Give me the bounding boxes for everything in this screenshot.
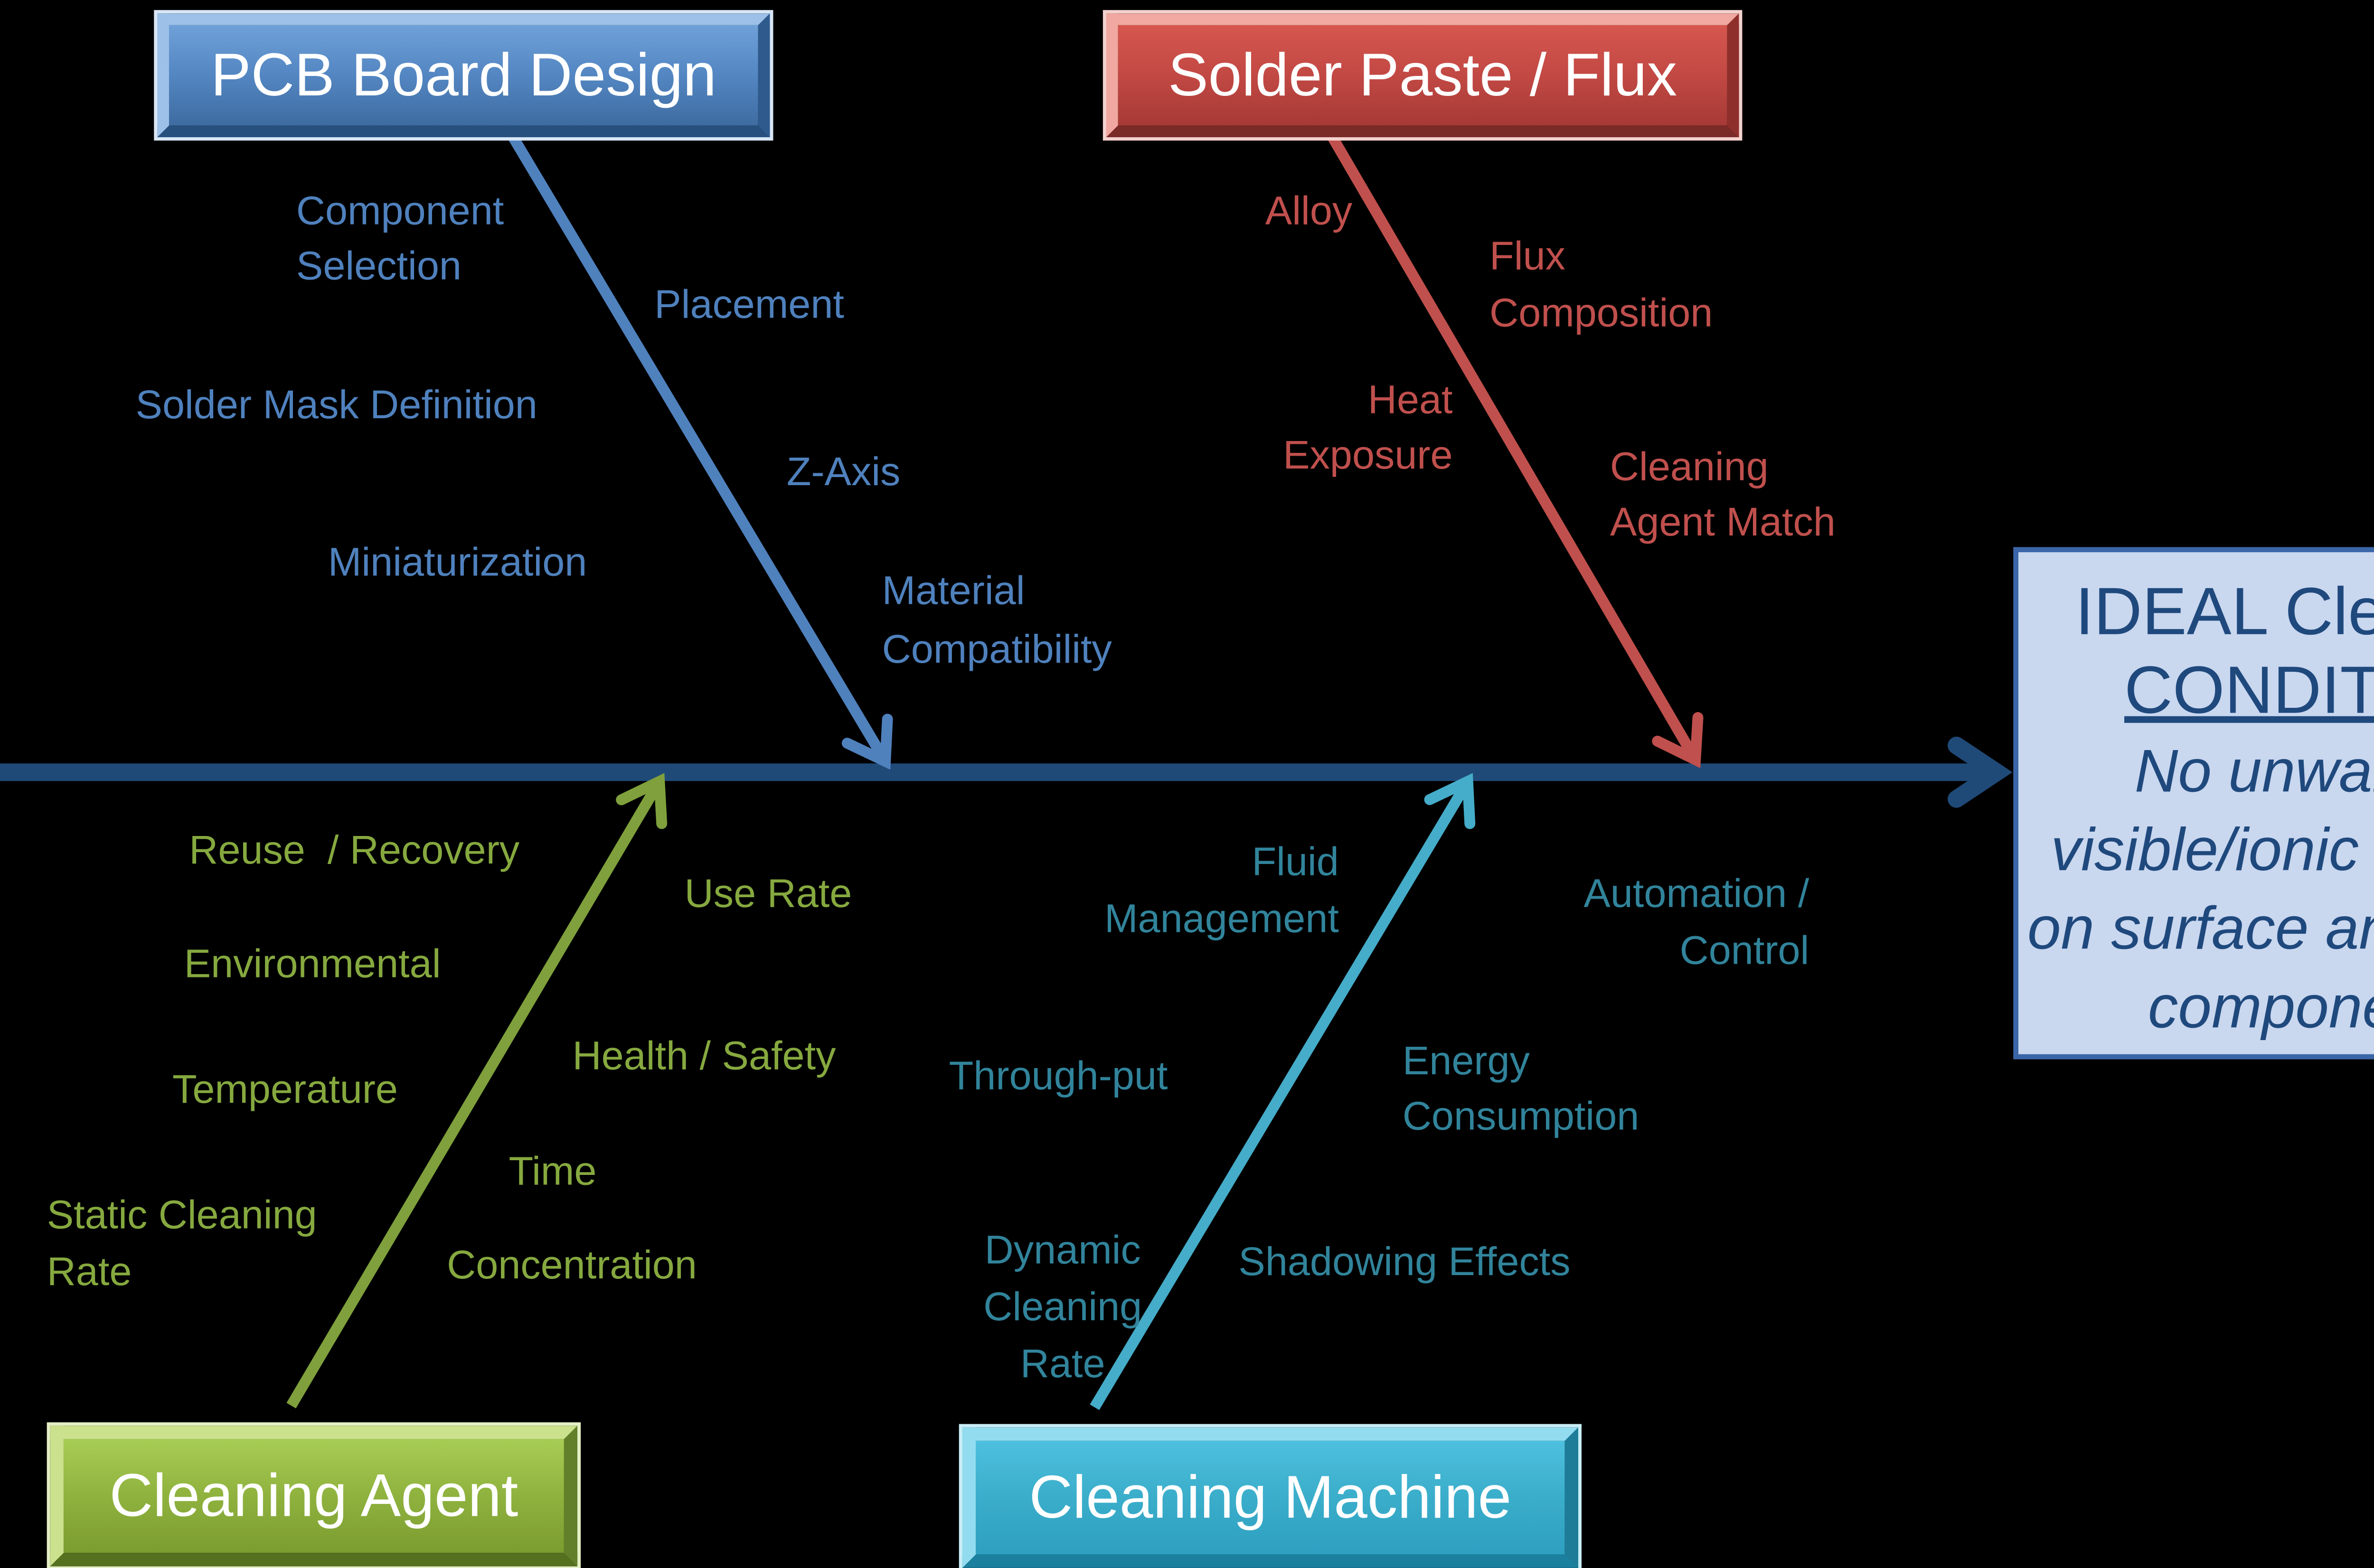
cause-shadowing-effects: Shadowing Effects [1238, 1239, 1571, 1286]
effect-desc-line4: components [2148, 972, 2374, 1041]
category-label-pcb-board-design: PCB Board Design [210, 40, 716, 109]
effect-title-line1: IDEAL Cleaning [2075, 575, 2374, 649]
category-label-solder-paste-flux: Solder Paste / Flux [1168, 40, 1677, 109]
cause-dynamic-cleaning-rate: Dynamic Cleaning Rate [983, 1228, 1142, 1388]
cause-temperature: Temperature [172, 1067, 398, 1113]
cause-flux-composition: Flux Composition [1489, 234, 1713, 337]
bone-solder-paste-flux [1326, 131, 1704, 769]
effect-desc-line3: on surface and under [2027, 893, 2374, 962]
cause-material-compatibility: Material Compatibility [882, 569, 1112, 673]
cause-time: Time [509, 1149, 597, 1195]
cause-alloy: Alloy [1265, 189, 1353, 235]
cause-health-safety: Health / Safety [572, 1034, 836, 1080]
category-label-cleaning-machine: Cleaning Machine [1029, 1462, 1512, 1531]
cause-environmental: Environmental [184, 942, 441, 987]
cause-concentration: Concentration [447, 1243, 697, 1289]
cause-miniaturization: Miniaturization [328, 540, 587, 586]
cause-fluid-management: Fluid Management [1104, 840, 1339, 942]
cause-through-put: Through-put [949, 1054, 1168, 1099]
cause-cleaning-agent-match: Cleaning Agent Match [1610, 445, 1836, 546]
cause-energy-consumption: Energy Consumption [1402, 1039, 1639, 1140]
cause-static-cleaning-rate: Static Cleaning Rate [47, 1193, 317, 1296]
cause-reuse-recovery: Reuse / Recovery [189, 828, 520, 873]
effect-box-ideal-cleaning-condition: IDEAL Cleaning CONDITION No unwanted vis… [2013, 547, 2374, 1060]
cause-z-axis: Z-Axis [786, 450, 901, 496]
category-label-cleaning-agent: Cleaning Agent [109, 1461, 518, 1530]
cause-use-rate: Use Rate [684, 872, 852, 917]
category-box-cleaning-machine: Cleaning Machine [962, 1427, 1578, 1568]
cause-placement: Placement [654, 282, 844, 328]
bone-cleaning-machine [1090, 773, 1476, 1410]
cause-component-selection: Component Selection [296, 189, 504, 290]
cause-heat-exposure: Heat Exposure [1283, 378, 1453, 479]
category-box-pcb-board-design: PCB Board Design [157, 13, 770, 138]
cause-solder-mask-definition: Solder Mask Definition [135, 383, 537, 429]
category-box-cleaning-agent: Cleaning Agent [50, 1426, 578, 1567]
effect-title-line2: CONDITION [2124, 654, 2374, 728]
effect-desc-line2: visible/ionic residue [2051, 815, 2374, 884]
effect-desc-line1: No unwanted [2134, 736, 2374, 805]
cause-automation-control: Automation / Control [1583, 872, 1809, 974]
bone-pcb-board-design [507, 132, 893, 770]
bone-cleaning-agent [286, 773, 668, 1408]
category-box-solder-paste-flux: Solder Paste / Flux [1106, 13, 1739, 138]
